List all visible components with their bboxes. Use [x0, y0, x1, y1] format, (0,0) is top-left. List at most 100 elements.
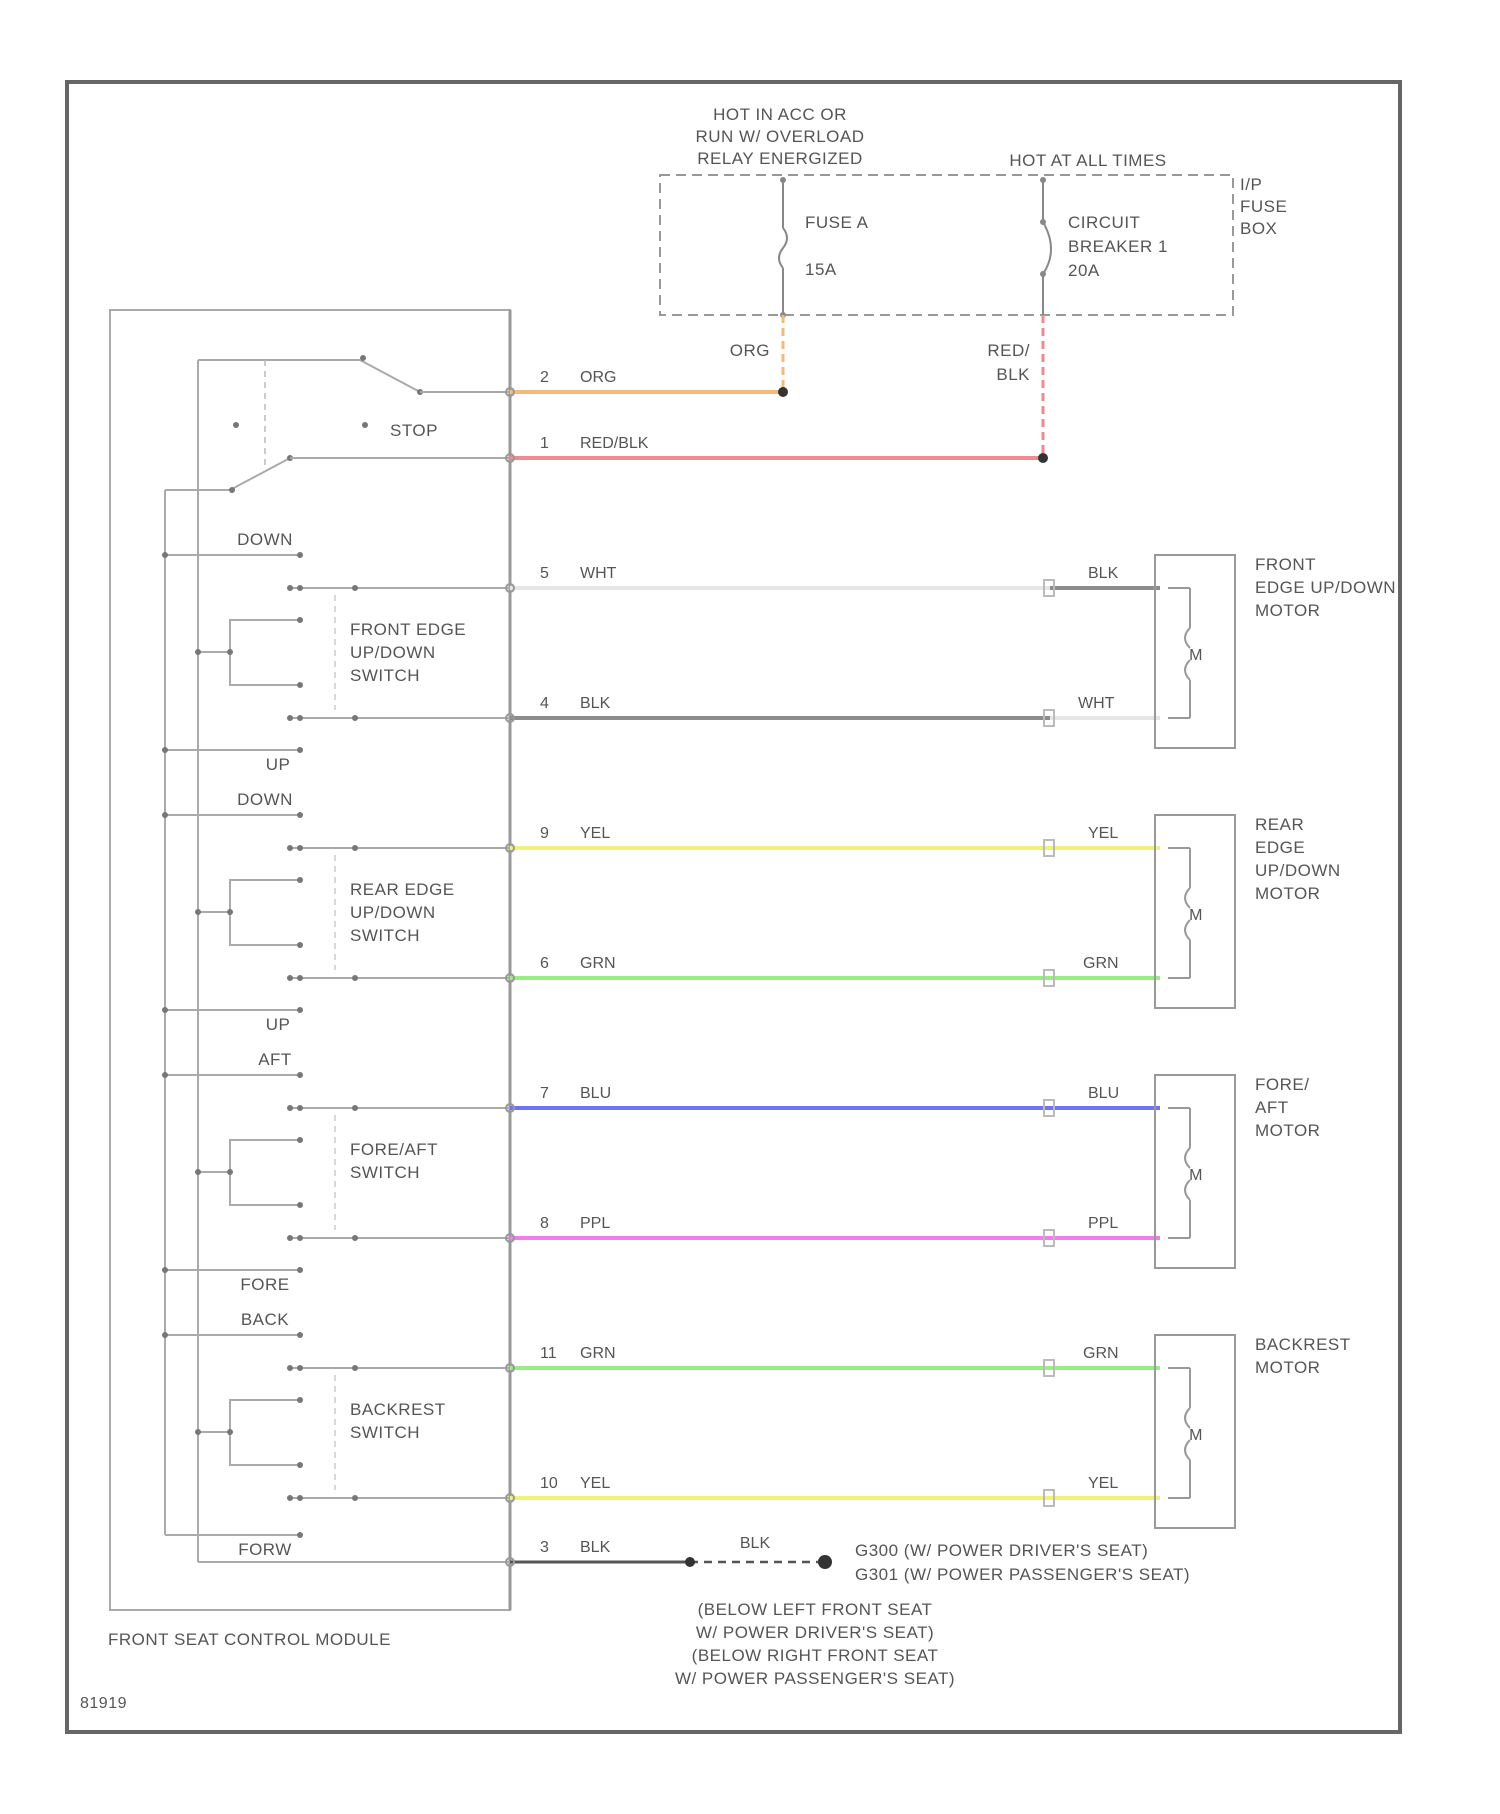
pin-9-color: YEL — [580, 825, 610, 842]
hot-all-label: HOT AT ALL TIMES — [1009, 151, 1166, 170]
front-edge-switch — [162, 552, 510, 753]
circuit-breaker — [1040, 177, 1051, 315]
ground-point — [818, 1555, 832, 1569]
pin-6-number: 6 — [540, 955, 549, 972]
hot-acc-label-2: RUN W/ OVERLOAD — [695, 127, 864, 146]
redblk-wire-label-2: BLK — [996, 365, 1030, 384]
ground-id-2: G301 (W/ POWER PASSENGER'S SEAT) — [855, 1565, 1190, 1584]
sw-down-label-2: DOWN — [237, 790, 293, 809]
ground-splice — [685, 1557, 695, 1567]
fuse-a-label: FUSE A — [805, 213, 869, 232]
ground-wire-label: BLK — [740, 1535, 771, 1552]
ground-loc-1: (BELOW LEFT FRONT SEAT — [698, 1600, 933, 1619]
front-edge-switch-label-2: UP/DOWN — [350, 643, 436, 662]
fore-aft-switch — [162, 1072, 510, 1273]
fore-aft-motor-label-1: FORE/ — [1255, 1075, 1309, 1094]
redblk-wire-label-1: RED/ — [987, 341, 1030, 360]
pin-2-color: ORG — [580, 369, 616, 386]
module-outer-box — [110, 310, 510, 1610]
backrest-switch-label-1: BACKREST — [350, 1400, 446, 1419]
backrest-switch-label-2: SWITCH — [350, 1423, 420, 1442]
front-edge-motor-label-1: FRONT — [1255, 555, 1316, 574]
fuse-box-label-3: BOX — [1240, 219, 1277, 238]
hot-acc-label-1: HOT IN ACC OR — [713, 105, 847, 124]
pin-11-number: 11 — [540, 1345, 557, 1362]
pin-1-number: 1 — [540, 435, 549, 452]
pin-7-number: 7 — [540, 1085, 549, 1102]
rear-edge-switch-label-3: SWITCH — [350, 926, 420, 945]
sw-up-label-2: UP — [266, 1015, 291, 1034]
rear-edge-motor-label-1: REAR — [1255, 815, 1304, 834]
motor-wire-4a: GRN — [1083, 1345, 1119, 1362]
redblk-splice — [1038, 453, 1048, 463]
ground-loc-2: W/ POWER DRIVER'S SEAT) — [696, 1623, 934, 1642]
fore-aft-motor-label-2: AFT — [1255, 1098, 1289, 1117]
pin-7-color: BLU — [580, 1085, 611, 1102]
sw-up-label-1: UP — [266, 755, 291, 774]
fuse-a — [779, 177, 787, 318]
pin-4-number: 4 — [540, 695, 549, 712]
stop-relay-switch — [165, 355, 510, 493]
rear-edge-motor-label-4: MOTOR — [1255, 884, 1320, 903]
backrest-switch — [162, 1332, 510, 1538]
module-label: FRONT SEAT CONTROL MODULE — [108, 1630, 391, 1649]
front-edge-switch-label-1: FRONT EDGE — [350, 620, 466, 639]
motor-wire-4b: YEL — [1088, 1475, 1118, 1492]
breaker-label-2: BREAKER 1 — [1068, 237, 1168, 256]
rear-edge-switch-label-1: REAR EDGE — [350, 880, 455, 899]
pin-10-number: 10 — [540, 1475, 558, 1492]
pin-1-color: RED/BLK — [580, 435, 649, 452]
front-edge-motor-symbol: M — [1189, 647, 1203, 664]
fore-aft-switch-label-1: FORE/AFT — [350, 1140, 438, 1159]
pin-3-color: BLK — [580, 1539, 611, 1556]
org-wire-label: ORG — [730, 341, 770, 360]
fore-aft-motor-symbol: M — [1189, 1167, 1203, 1184]
breaker-label-1: CIRCUIT — [1068, 213, 1140, 232]
fore-aft-motor-label-3: MOTOR — [1255, 1121, 1320, 1140]
sw-fore-label: FORE — [240, 1275, 289, 1294]
pin-10-color: YEL — [580, 1475, 610, 1492]
rear-edge-switch — [162, 812, 510, 1013]
pin-8-color: PPL — [580, 1215, 610, 1232]
fuse-box-label-2: FUSE — [1240, 197, 1287, 216]
ground-loc-4: W/ POWER PASSENGER'S SEAT) — [675, 1669, 955, 1688]
sw-down-label-1: DOWN — [237, 530, 293, 549]
front-edge-switch-label-3: SWITCH — [350, 666, 420, 685]
rear-edge-motor-label-2: EDGE — [1255, 838, 1305, 857]
motor-wire-1a: BLK — [1088, 565, 1119, 582]
pin-5-number: 5 — [540, 565, 549, 582]
diagram-id: 81919 — [80, 1695, 127, 1712]
pin-6-color: GRN — [580, 955, 616, 972]
rear-edge-motor-label-3: UP/DOWN — [1255, 861, 1341, 880]
org-splice — [778, 387, 788, 397]
motor-wire-2b: GRN — [1083, 955, 1119, 972]
ground-id-1: G300 (W/ POWER DRIVER'S SEAT) — [855, 1541, 1148, 1560]
ground-loc-3: (BELOW RIGHT FRONT SEAT — [692, 1646, 939, 1665]
hot-acc-label-3: RELAY ENERGIZED — [697, 149, 863, 168]
rear-edge-motor-symbol: M — [1189, 907, 1203, 924]
fuse-box-label-1: I/P — [1240, 175, 1262, 194]
backrest-motor-symbol: M — [1189, 1427, 1203, 1444]
pin-4-color: BLK — [580, 695, 611, 712]
pin-5-color: WHT — [580, 565, 617, 582]
sw-forw-label: FORW — [238, 1540, 292, 1559]
sw-back-label: BACK — [241, 1310, 289, 1329]
pin-11-color: GRN — [580, 1345, 616, 1362]
fore-aft-switch-label-2: SWITCH — [350, 1163, 420, 1182]
front-edge-motor-label-2: EDGE UP/DOWN — [1255, 578, 1396, 597]
pin-2-number: 2 — [540, 369, 549, 386]
motor-wire-3a: BLU — [1088, 1085, 1119, 1102]
motor-wire-1b: WHT — [1078, 695, 1115, 712]
motor-wire-2a: YEL — [1088, 825, 1118, 842]
motor-wire-3b: PPL — [1088, 1215, 1118, 1232]
backrest-motor-label-2: MOTOR — [1255, 1358, 1320, 1377]
rear-edge-switch-label-2: UP/DOWN — [350, 903, 436, 922]
front-edge-motor-label-3: MOTOR — [1255, 601, 1320, 620]
backrest-motor-label-1: BACKREST — [1255, 1335, 1351, 1354]
pin-9-number: 9 — [540, 825, 549, 842]
sw-aft-label: AFT — [258, 1050, 292, 1069]
fuse-a-rating: 15A — [805, 260, 837, 279]
pin-3-number: 3 — [540, 1539, 549, 1556]
pin-8-number: 8 — [540, 1215, 549, 1232]
